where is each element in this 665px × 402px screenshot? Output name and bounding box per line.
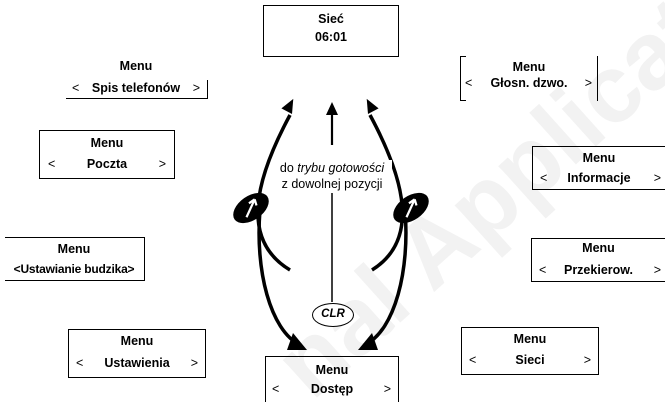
left-arrow: <	[540, 171, 548, 185]
right-arrow: >	[383, 382, 391, 396]
instruction-prefix: do	[279, 161, 298, 175]
menu-title: Menu	[582, 151, 616, 165]
right-arrow: >	[158, 157, 166, 171]
box-border	[398, 356, 400, 402]
menu-label: Poczta	[86, 157, 128, 171]
box-border	[531, 238, 533, 282]
right-arrow: >	[190, 356, 198, 370]
standby-instruction: do trybu gotowości z dowolnej pozycji	[272, 160, 392, 192]
down-right-arrow	[364, 209, 408, 347]
left-arrow: <	[76, 356, 84, 370]
left-arrow: <	[72, 81, 80, 95]
menu-title: Menu	[315, 363, 349, 377]
box-border	[532, 189, 665, 191]
left-arrow: <	[469, 353, 477, 367]
left-arrow: <	[465, 76, 473, 90]
down-left-arrow	[257, 209, 301, 347]
network-title: Sieć	[318, 12, 344, 26]
clr-key-icon: CLR	[312, 303, 354, 327]
left-arrow: <	[272, 382, 280, 396]
menu-label: Spis telefonów	[91, 81, 181, 95]
left-arrow: <	[539, 263, 547, 277]
right-arrow: >	[653, 171, 661, 185]
box-border	[460, 56, 462, 101]
menu-title: Menu	[120, 334, 154, 348]
box-border	[144, 237, 146, 281]
menu-networks: Menu < Sieci >	[461, 327, 599, 375]
menu-label: <Ustawianie budzika>	[13, 262, 135, 276]
menu-mail: Menu < Poczta >	[39, 130, 175, 179]
menu-title: Menu	[119, 59, 153, 73]
menu-label: Dostęp	[310, 382, 354, 396]
box-border	[531, 281, 665, 283]
right-arrow: >	[192, 81, 200, 95]
right-arrow: >	[583, 353, 591, 367]
box-border	[265, 356, 267, 402]
right-arrow: >	[653, 263, 661, 277]
menu-label: Sieci	[515, 353, 545, 367]
box-border	[597, 56, 599, 101]
menu-settings: Menu < Ustawienia >	[68, 329, 206, 378]
box-border	[460, 100, 466, 102]
left-curved-arrow	[256, 114, 292, 272]
network-screen: Sieć 06:01	[263, 5, 399, 57]
menu-title: Menu	[582, 241, 615, 255]
clr-label: CLR	[321, 308, 345, 320]
menu-label: Informacje	[567, 171, 631, 185]
menu-label: Przekierow.	[563, 263, 633, 277]
box-border	[532, 146, 534, 190]
box-border	[5, 280, 145, 282]
box-border	[532, 146, 665, 148]
nav-key-right-icon	[393, 192, 429, 224]
menu-label: Ustawienia	[104, 356, 170, 370]
menu-title: Menu	[512, 60, 546, 74]
box-border	[460, 56, 466, 58]
box-border	[265, 356, 399, 358]
instruction-italic: trybu gotowości	[297, 161, 385, 175]
instruction-line2: z dowolnej pozycji	[281, 177, 383, 191]
menu-title: Menu	[57, 242, 91, 256]
box-border	[66, 98, 208, 100]
time-value: 06:01	[315, 30, 347, 44]
menu-title: Menu	[90, 136, 124, 150]
menu-title: Menu	[513, 332, 547, 346]
box-border	[5, 237, 145, 239]
left-arrow: <	[48, 157, 56, 171]
right-arrow: >	[584, 76, 592, 90]
box-border	[207, 80, 209, 99]
menu-label: Głosn. dzwo.	[490, 76, 568, 90]
right-curved-arrow	[368, 114, 405, 272]
nav-key-left-icon	[233, 192, 269, 224]
box-border	[531, 238, 665, 240]
